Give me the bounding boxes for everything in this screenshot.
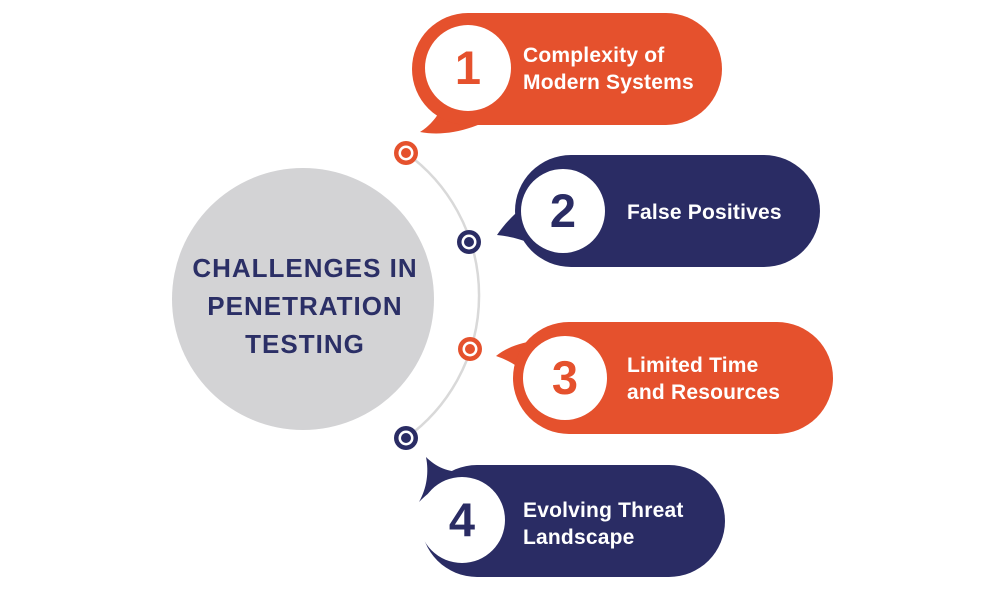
bubble-1-complexity-of-modern-systems: 1 Complexity of Modern Systems [412, 13, 722, 134]
bubble-label-line: Evolving Threat [523, 499, 684, 522]
marker-dot-1 [394, 141, 418, 165]
bubble-label-line: Complexity of [523, 44, 665, 67]
bubble-label-line: Modern Systems [523, 71, 694, 94]
bubble-4-evolving-threat-landscape: 4 Evolving Threat Landscape [419, 457, 725, 577]
marker-inner-dot [465, 344, 475, 354]
bubble-3-limited-time-and-resources: 3 Limited Time and Resources [496, 322, 833, 434]
marker-dot-4 [394, 426, 418, 450]
bubble-number: 2 [550, 184, 576, 237]
bubble-number: 1 [455, 41, 481, 94]
bubble-pill [421, 465, 725, 577]
hub-title-line-1: CHALLENGES IN [192, 253, 417, 283]
hub-title-line-3: TESTING [245, 329, 365, 359]
bubble-number-circle [523, 336, 607, 420]
bubble-label-line: False Positives [627, 201, 782, 224]
bubble-number-circle [521, 169, 605, 253]
marker-inner-dot [401, 148, 411, 158]
bubble-2-false-positives: 2 False Positives [497, 155, 820, 267]
bubble-label-line: Limited Time [627, 354, 759, 377]
marker-inner-dot [464, 237, 474, 247]
bubble-number: 3 [552, 351, 578, 404]
bubble-number: 4 [449, 493, 475, 546]
hub-title-line-2: PENETRATION [207, 291, 402, 321]
marker-dot-3 [458, 337, 482, 361]
bubble-number-circle [419, 477, 505, 563]
connector-arc [405, 151, 481, 440]
bubble-label-line: Landscape [523, 526, 635, 549]
bubble-number-circle [425, 25, 511, 111]
hub-circle [172, 168, 434, 430]
bubble-label-line: and Resources [627, 381, 780, 404]
marker-dot-2 [457, 230, 481, 254]
marker-inner-dot [401, 433, 411, 443]
